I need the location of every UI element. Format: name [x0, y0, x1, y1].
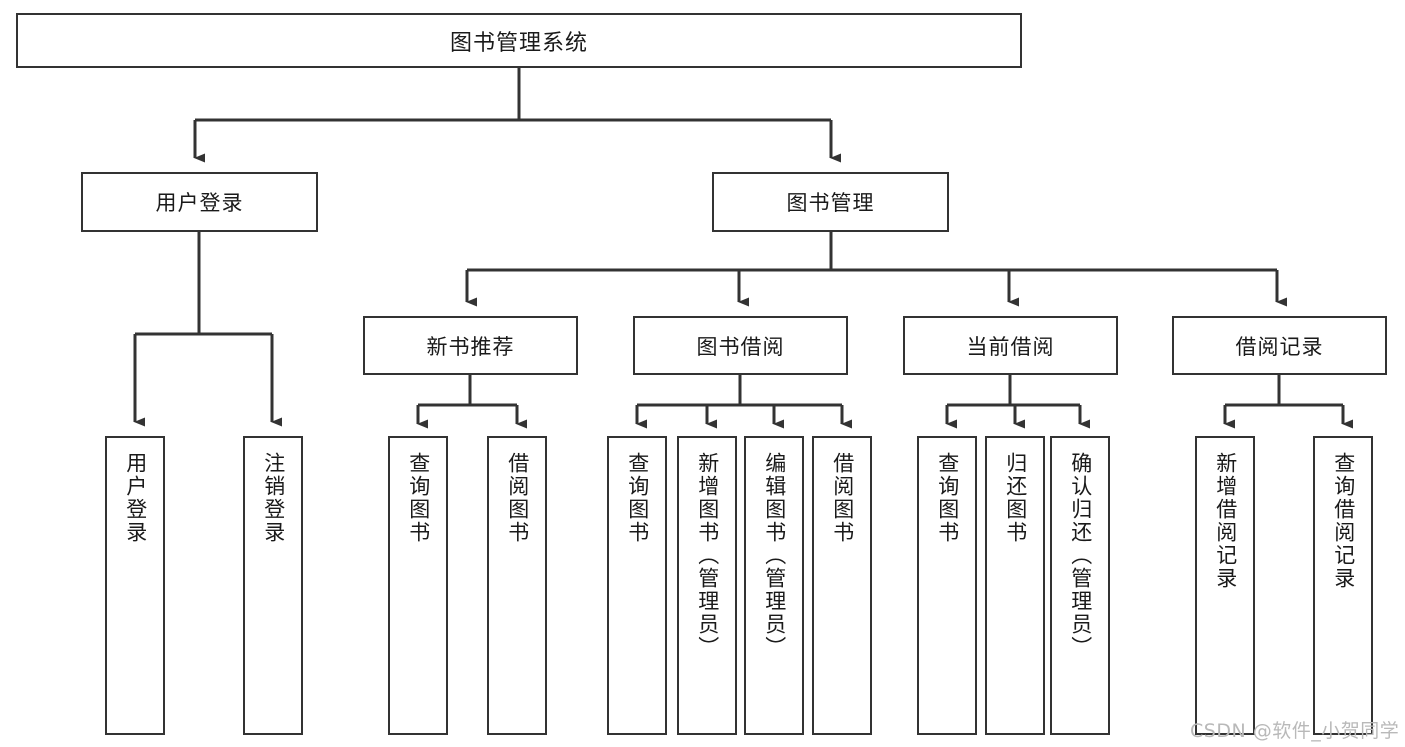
leaf-borrow-book[interactable]: 借阅图书: [812, 436, 872, 735]
node-user-login-label: 用户登录: [155, 191, 244, 215]
leaf-borrow-book-label: 借阅图书: [830, 452, 855, 544]
node-book-management-label: 图书管理: [786, 191, 875, 215]
node-book-management[interactable]: 图书管理: [712, 172, 949, 232]
node-user-login[interactable]: 用户登录: [81, 172, 318, 232]
leaf-recommend-borrow-book-label: 借阅图书: [505, 452, 530, 544]
leaf-confirm-return-admin-label: 确认归还（管理员）: [1068, 452, 1093, 659]
leaf-current-query-book[interactable]: 查询图书: [917, 436, 977, 735]
node-borrow-record[interactable]: 借阅记录: [1172, 316, 1387, 375]
leaf-confirm-return-admin[interactable]: 确认归还（管理员）: [1050, 436, 1110, 735]
leaf-current-query-book-label: 查询图书: [935, 452, 960, 544]
node-current-borrow[interactable]: 当前借阅: [903, 316, 1118, 375]
leaf-query-borrow-record-label: 查询借阅记录: [1331, 452, 1356, 590]
leaf-user-login[interactable]: 用户登录: [105, 436, 165, 735]
leaf-recommend-borrow-book[interactable]: 借阅图书: [487, 436, 547, 735]
node-root-label: 图书管理系统: [449, 30, 588, 56]
leaf-borrow-query-book-label: 查询图书: [625, 452, 650, 544]
leaf-add-borrow-record[interactable]: 新增借阅记录: [1195, 436, 1255, 735]
leaf-add-borrow-record-label: 新增借阅记录: [1213, 452, 1238, 590]
leaf-edit-book-admin[interactable]: 编辑图书（管理员）: [744, 436, 804, 735]
leaf-add-book-admin[interactable]: 新增图书（管理员）: [677, 436, 737, 735]
leaf-return-book[interactable]: 归还图书: [985, 436, 1045, 735]
leaf-user-login-label: 用户登录: [123, 452, 148, 544]
node-borrow-record-label: 借阅记录: [1235, 334, 1324, 359]
node-current-borrow-label: 当前借阅: [966, 334, 1055, 359]
leaf-query-borrow-record[interactable]: 查询借阅记录: [1313, 436, 1373, 735]
leaf-recommend-query-book[interactable]: 查询图书: [388, 436, 448, 735]
leaf-user-logout-label: 注销登录: [261, 452, 286, 544]
node-book-borrow[interactable]: 图书借阅: [633, 316, 848, 375]
node-new-book-recommend-label: 新书推荐: [426, 334, 515, 359]
csdn-watermark: CSDN @软件_小贺同学: [1190, 720, 1400, 742]
leaf-recommend-query-book-label: 查询图书: [406, 452, 431, 544]
leaf-return-book-label: 归还图书: [1003, 452, 1028, 544]
node-root[interactable]: 图书管理系统: [16, 13, 1022, 68]
leaf-edit-book-admin-label: 编辑图书（管理员）: [762, 452, 787, 659]
leaf-user-logout[interactable]: 注销登录: [243, 436, 303, 735]
leaf-add-book-admin-label: 新增图书（管理员）: [695, 452, 720, 659]
node-book-borrow-label: 图书借阅: [696, 334, 785, 359]
leaf-borrow-query-book[interactable]: 查询图书: [607, 436, 667, 735]
node-new-book-recommend[interactable]: 新书推荐: [363, 316, 578, 375]
